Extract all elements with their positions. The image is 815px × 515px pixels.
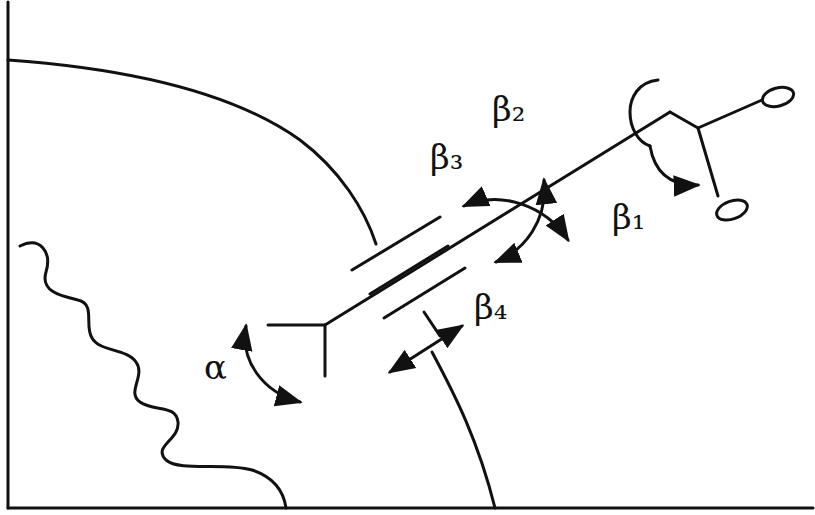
frame-line xyxy=(7,2,10,508)
instrument-shaft xyxy=(325,112,670,325)
instrument-handle xyxy=(698,128,718,196)
instrument-jaw xyxy=(324,325,327,376)
motion-label: α xyxy=(204,350,227,384)
motion-label: β₁ xyxy=(612,200,645,234)
head-outline xyxy=(432,352,495,508)
cannula-wall xyxy=(384,268,465,318)
frame-line xyxy=(8,507,813,510)
rotation-arrow xyxy=(245,326,300,402)
translation-arrow xyxy=(390,326,462,372)
rotation-bracket xyxy=(630,80,658,146)
translation-tick xyxy=(424,312,440,336)
handle-ring xyxy=(714,196,750,224)
instrument-jaw xyxy=(268,324,325,327)
motion-label: β₂ xyxy=(492,92,525,126)
instrument-handle xyxy=(670,100,762,128)
motion-label: β₄ xyxy=(474,290,507,324)
tissue-outline xyxy=(20,243,286,508)
rotation-arrow xyxy=(650,146,698,185)
motion-label: β₃ xyxy=(430,140,463,174)
rotation-arrow xyxy=(464,200,568,240)
handle-ring xyxy=(760,84,796,110)
head-outline xyxy=(8,60,376,244)
rotation-arrow xyxy=(496,180,544,262)
